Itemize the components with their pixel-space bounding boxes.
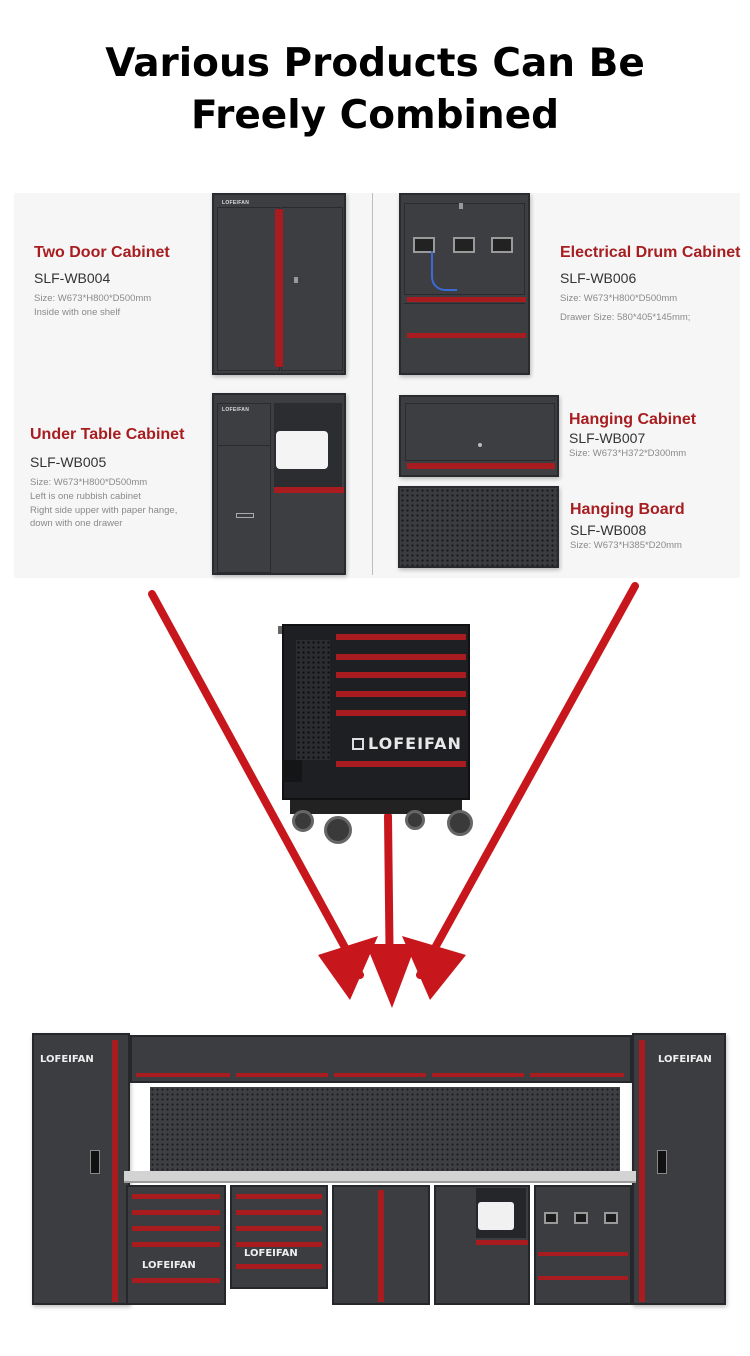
product-spec-electrical-drum-1: Size: W673*H800*D500mm xyxy=(560,293,678,304)
product-name-hanging-board: Hanging Board xyxy=(570,501,685,518)
brand-tiny-under-table: LOFEIFAN xyxy=(222,407,250,413)
product-spec-under-table-2: Left is one rubbish cabinet xyxy=(30,491,141,502)
product-name-two-door: Two Door Cabinet xyxy=(34,244,170,261)
two-door-cabinet-image: LOFEIFAN xyxy=(212,193,346,375)
product-spec-two-door-1: Size: W673*H800*D500mm xyxy=(34,293,152,304)
product-spec-hanging-board-1: Size: W673*H385*D20mm xyxy=(570,540,682,551)
trolley-brand: LOFEIFAN xyxy=(368,734,462,753)
product-spec-under-table-3: Right side upper with paper hange, xyxy=(30,505,178,516)
products-panel xyxy=(14,193,740,578)
brand-tiny-two-door: LOFEIFAN xyxy=(222,200,250,206)
product-name-hanging-cabinet: Hanging Cabinet xyxy=(569,411,697,428)
lofeifan-logo-icon xyxy=(352,738,364,750)
arrow-center-head xyxy=(366,944,416,1008)
hanging-board-image xyxy=(398,486,559,568)
product-spec-under-table-1: Size: W673*H800*D500mm xyxy=(30,477,148,488)
hanging-cabinet-image xyxy=(399,395,559,477)
panel-divider xyxy=(372,193,373,575)
electrical-drum-cabinet-image xyxy=(399,193,530,375)
product-code-hanging-cabinet: SLF-WB007 xyxy=(569,430,646,446)
page-title-line1: Various Products Can Be xyxy=(105,41,645,86)
workbench-brand-left: LOFEIFAN xyxy=(40,1054,94,1065)
workbench-brand-right: LOFEIFAN xyxy=(658,1054,712,1065)
under-table-cabinet-image: LOFEIFAN xyxy=(212,393,346,575)
product-code-two-door: SLF-WB004 xyxy=(34,270,111,286)
product-spec-two-door-2: Inside with one shelf xyxy=(34,307,121,318)
product-name-under-table: Under Table Cabinet xyxy=(30,426,185,443)
product-spec-under-table-4: down with one drawer xyxy=(30,518,123,529)
arrow-left-shaft xyxy=(148,590,364,979)
arrow-left-head xyxy=(318,936,378,1000)
product-name-electrical-drum: Electrical Drum Cabinet xyxy=(560,244,741,261)
product-code-hanging-board: SLF-WB008 xyxy=(570,522,647,538)
product-spec-hanging-cabinet-1: Size: W673*H372*D300mm xyxy=(569,448,687,459)
workbench-brand-drawers-1: LOFEIFAN xyxy=(142,1260,196,1271)
workbench-brand-drawers-2: LOFEIFAN xyxy=(244,1248,298,1259)
product-spec-electrical-drum-2: Drawer Size: 580*405*145mm; xyxy=(560,312,691,323)
arrow-right-head xyxy=(402,936,466,1000)
product-code-under-table: SLF-WB005 xyxy=(30,454,107,470)
arrow-right-shaft xyxy=(416,582,639,979)
product-code-electrical-drum: SLF-WB006 xyxy=(560,270,637,286)
page-title-line2: Freely Combined xyxy=(190,93,560,138)
